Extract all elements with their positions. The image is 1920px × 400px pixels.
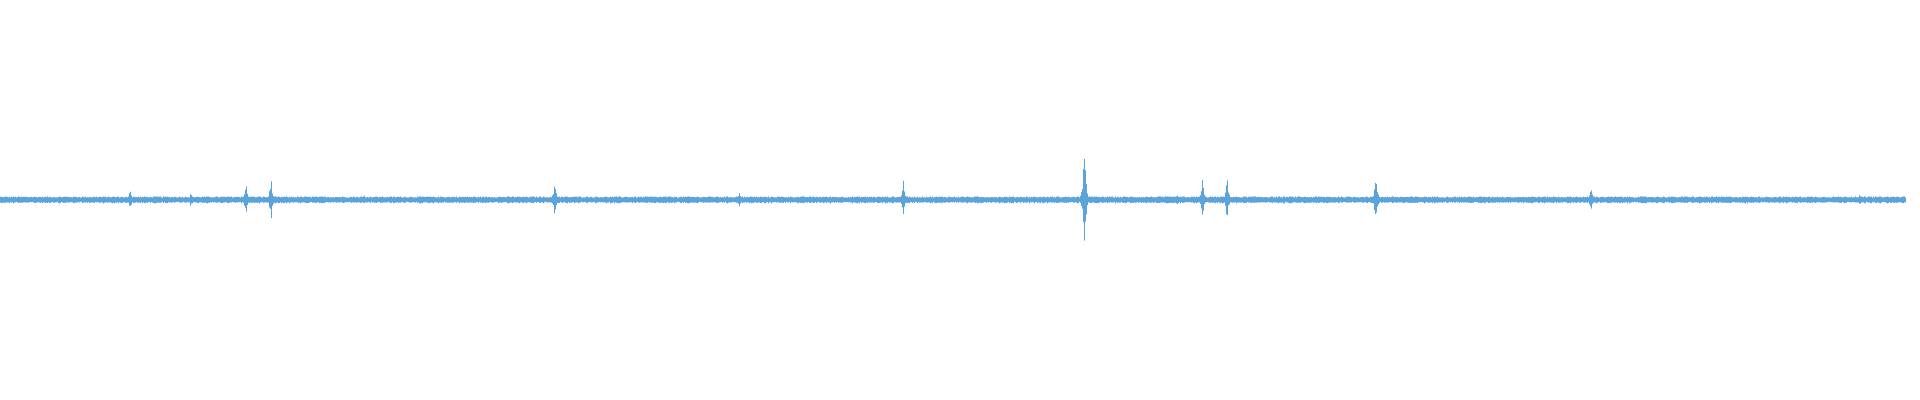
waveform-trace xyxy=(0,159,1906,241)
